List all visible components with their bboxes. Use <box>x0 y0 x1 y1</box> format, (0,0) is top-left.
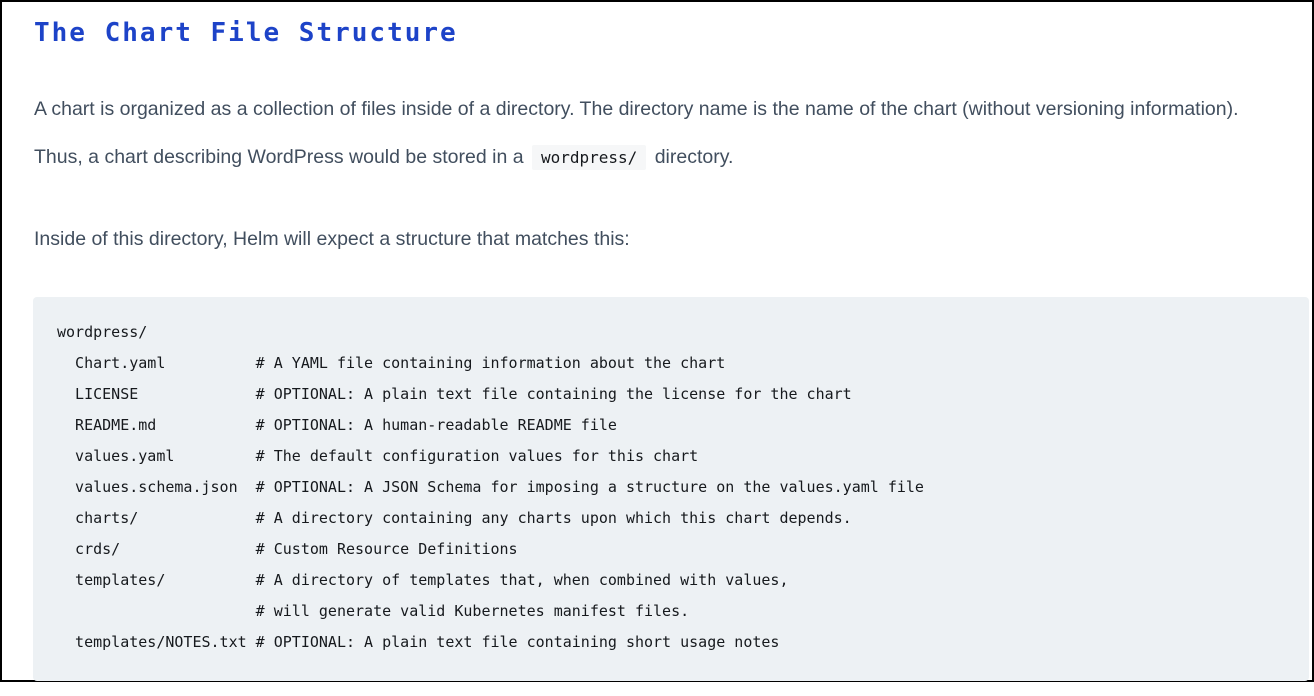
inline-code-wordpress-directory: wordpress/ <box>531 145 647 170</box>
intro-paragraph: A chart is organized as a collection of … <box>34 85 1266 182</box>
chart-file-structure-code: wordpress/ Chart.yaml # A YAML file cont… <box>57 323 924 651</box>
intro-text-before-code: A chart is organized as a collection of … <box>34 98 1239 168</box>
intro-text-after-code: directory. <box>649 146 734 168</box>
documentation-page: The Chart File Structure A chart is orga… <box>2 18 1312 696</box>
page-title: The Chart File Structure <box>34 18 458 48</box>
chart-file-structure-code-block: wordpress/ Chart.yaml # A YAML file cont… <box>33 297 1309 681</box>
leadin-paragraph: Inside of this directory, Helm will expe… <box>34 228 630 250</box>
